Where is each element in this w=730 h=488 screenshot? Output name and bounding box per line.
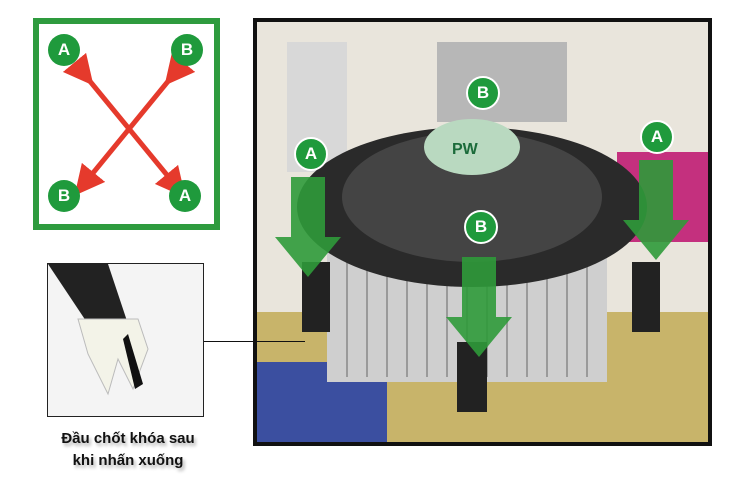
fan-logo: PW — [452, 141, 479, 158]
badge-b-bottom-left: B — [48, 180, 80, 212]
callout-line — [203, 341, 305, 342]
caption-line-2: khi nhấn xuống — [72, 452, 184, 469]
badge-a-bottom-right: A — [169, 180, 201, 212]
push-pin-illustration — [48, 264, 149, 396]
caption-line-1: Đầu chốt khóa sau — [61, 430, 195, 447]
badge-a-top-left: A — [48, 34, 80, 66]
cross-arrows — [62, 52, 196, 198]
push-pin-closeup — [47, 263, 204, 417]
installation-order-diagram: A B B A — [33, 18, 220, 230]
down-arrow-left — [275, 177, 341, 277]
down-arrow-right — [623, 160, 689, 260]
push-pin-caption: Đầu chốt khóa sau khi nhấn xuống — [20, 428, 236, 472]
photo-badge-b-center: B — [464, 210, 498, 244]
down-arrow-center — [446, 257, 512, 357]
photo-badge-b-top: B — [466, 76, 500, 110]
cooler-illustration: PW — [257, 42, 708, 442]
badge-b-top-right: B — [171, 34, 203, 66]
cpu-cooler-photo: PW B A A B — [253, 18, 712, 446]
arrow-b-to-b — [74, 52, 196, 196]
photo-badge-a-right: A — [640, 120, 674, 154]
photo-badge-a-left: A — [294, 137, 328, 171]
